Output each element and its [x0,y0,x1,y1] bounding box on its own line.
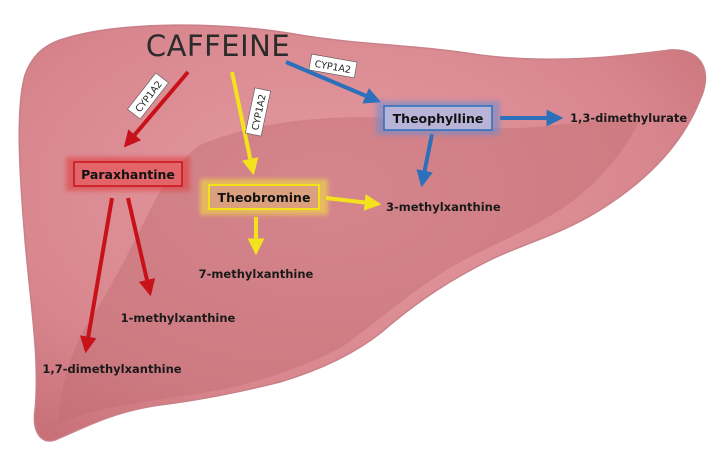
3-methylxanthine-label: 3-methylxanthine [386,200,501,214]
caffeine-title: CAFFEINE [146,29,290,63]
theobromine-box: Theobromine [200,179,328,215]
17-dimethylxanthine-label: 1,7-dimethylxanthine [42,362,181,376]
7-methylxanthine-label: 7-methylxanthine [199,267,314,281]
paraxanthine-label: Paraxhantine [81,167,175,182]
theobromine-pathway [230,71,382,256]
enzyme-tag-theophylline: CYP1A2 [308,53,358,79]
liver-silhouette [18,24,707,442]
theophylline-label: Theophylline [393,111,484,126]
liver-body [18,24,707,442]
caffeine-to-paraxanthine-arrow [123,70,190,148]
paraxanthine-box: Paraxhantine [66,157,190,191]
13-dimethylurate-label: 1,3-dimethylurate [570,111,687,125]
theobromine-to-3-methylxanthine-arrow [325,194,382,211]
theophylline-box: Theophylline [376,101,500,135]
theophylline-to-3-methylxanthine-arrow [416,133,434,188]
paraxanthine-pathway [79,70,190,354]
theobromine-label: Theobromine [218,190,311,205]
theophylline-pathway [285,60,564,188]
paraxanthine-to-1-methylxanthine-arrow [126,197,156,297]
caffeine-to-theophylline-arrow [285,60,382,104]
caffeine-to-theobromine-arrow [230,71,259,176]
enzyme-tag-theobromine: CYP1A2 [245,87,271,137]
1-methylxanthine-label: 1-methylxanthine [121,311,236,325]
paraxanthine-to-17-dimethylxanthine-arrow [79,197,114,354]
